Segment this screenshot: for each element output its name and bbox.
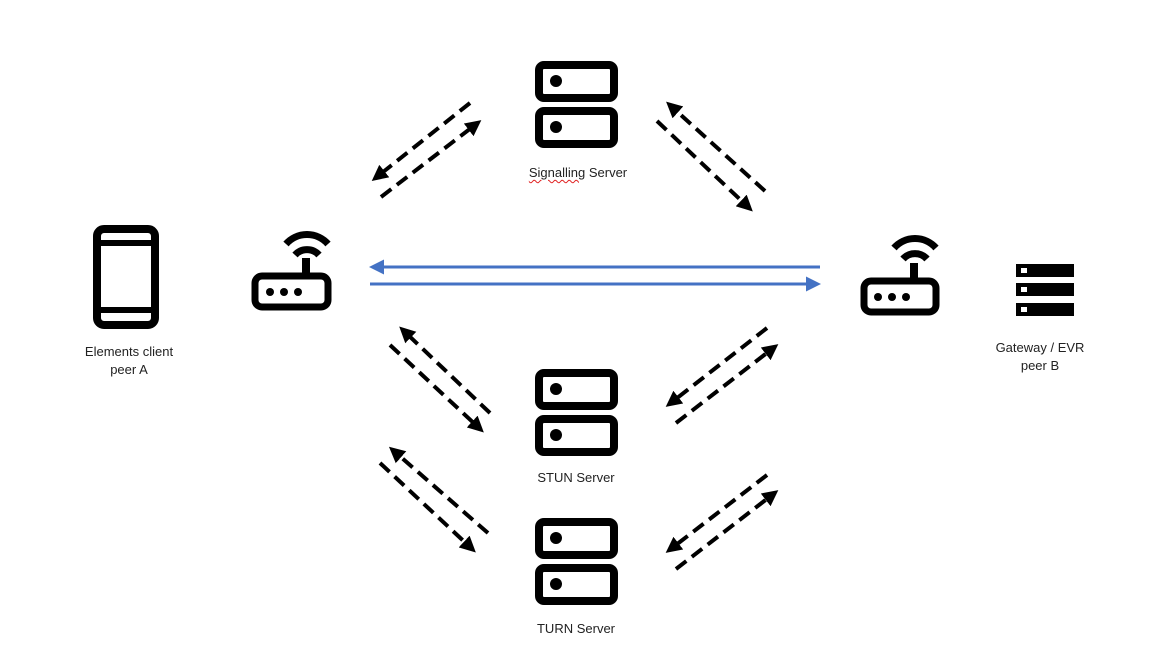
stun-server-label: STUN Server [537, 470, 615, 485]
signalling-server-icon [535, 61, 618, 148]
turn-arrow-from-a [378, 461, 476, 553]
turn-arrow-from-b-side [674, 490, 779, 571]
signal-arrow-from-a [379, 120, 482, 199]
turn-arrow-to-a [388, 446, 490, 535]
signal-arrow-to-b [655, 119, 753, 212]
client-label: Elements client peer A [85, 343, 173, 379]
gateway-label: Gateway / EVR peer B [996, 339, 1085, 375]
router-a-icon [251, 231, 332, 311]
phone-icon [93, 225, 159, 329]
gateway-label-line1: Gateway / EVR [995, 340, 1085, 355]
signalling-word: Signalling [528, 165, 586, 180]
server-word: Server [585, 165, 628, 180]
turn-arrow-to-b-side [665, 473, 769, 553]
stun-server-icon [535, 369, 618, 456]
router-b-icon [860, 235, 940, 316]
client-label-line1: Elements client [84, 344, 174, 359]
gateway-server-icon [1016, 264, 1074, 316]
gateway-label-line2: peer B [1020, 358, 1060, 373]
stun-arrow-to-b-side [665, 326, 769, 407]
signal-arrow-to-a [371, 101, 472, 181]
signalling-server-label: Signalling Server [529, 164, 627, 182]
turn-server-label: TURN Server [536, 621, 616, 636]
stun-arrow-from-a [388, 343, 484, 433]
signal-arrow-from-b [666, 101, 767, 193]
turn-server-icon [535, 518, 618, 605]
stun-arrow-from-b-side [674, 344, 779, 425]
client-label-line2: peer A [110, 362, 148, 377]
